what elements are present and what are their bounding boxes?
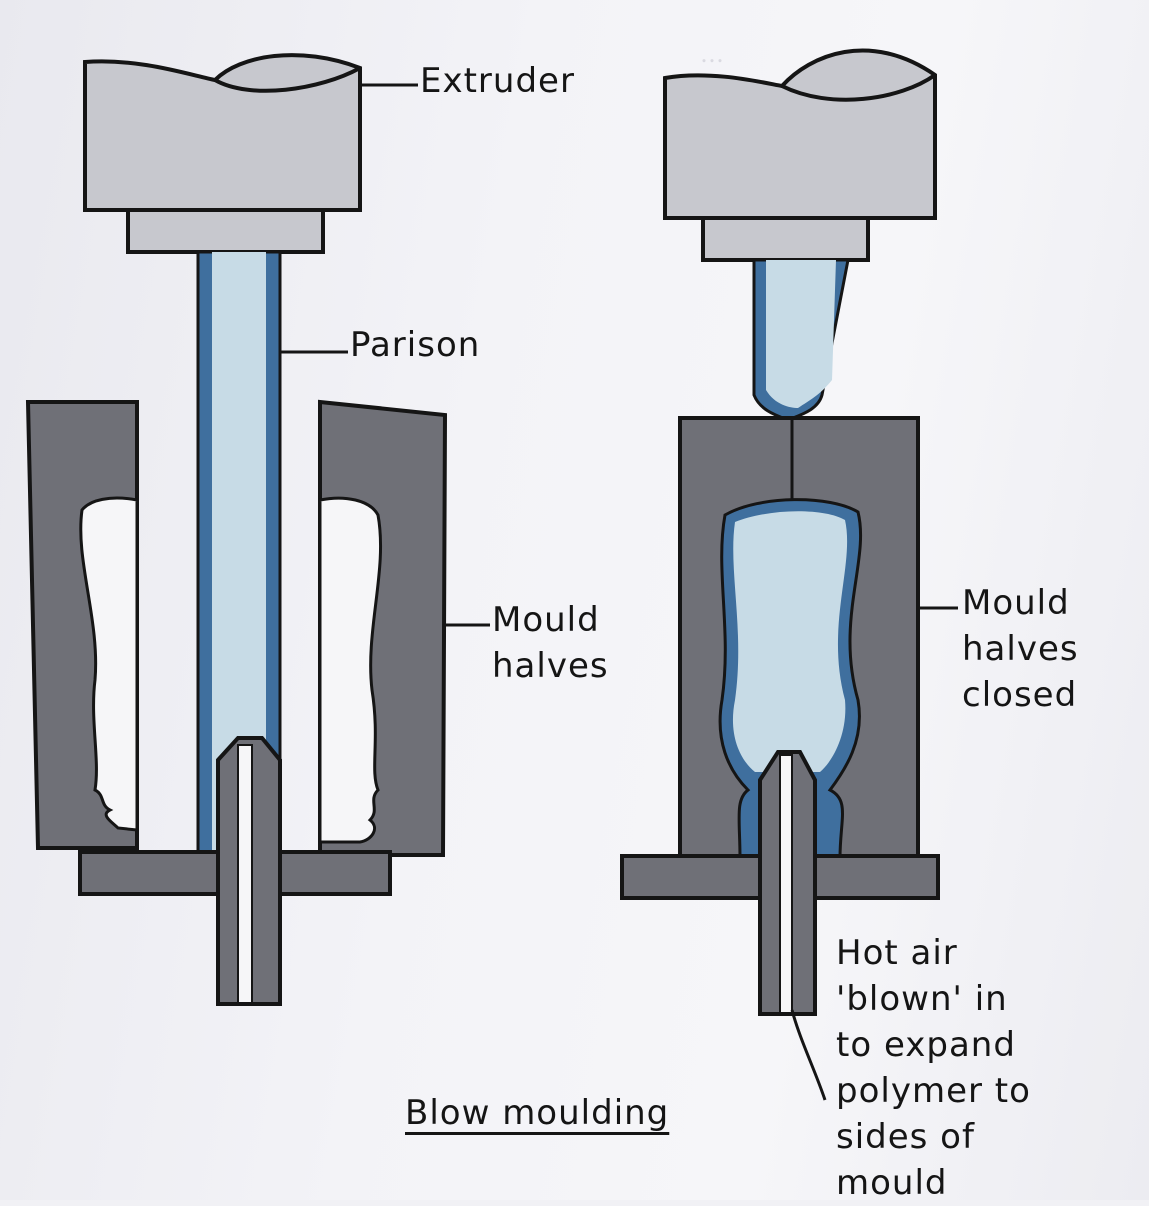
leader-lines [280,83,958,1101]
background-print: … [700,40,724,68]
blow-pin-right [620,750,940,1016]
label-hot-air: Hot air 'blown' in to expand polymer to … [836,933,1031,1203]
diagram-title: Blow moulding [405,1093,670,1133]
mould-half-left-b [318,399,448,857]
extruder-left [83,53,362,254]
mould-half-left-a [25,400,139,850]
label-mould-halves-closed: Mould halves closed [962,583,1079,715]
blow-pin-left [78,736,392,1006]
label-parison: Parison [350,325,481,365]
parison-right [752,258,850,422]
extruder-right [663,48,937,262]
label-mould-halves: Mould halves [492,600,609,686]
mould-closed [678,416,920,864]
label-extruder: Extruder [420,61,575,101]
